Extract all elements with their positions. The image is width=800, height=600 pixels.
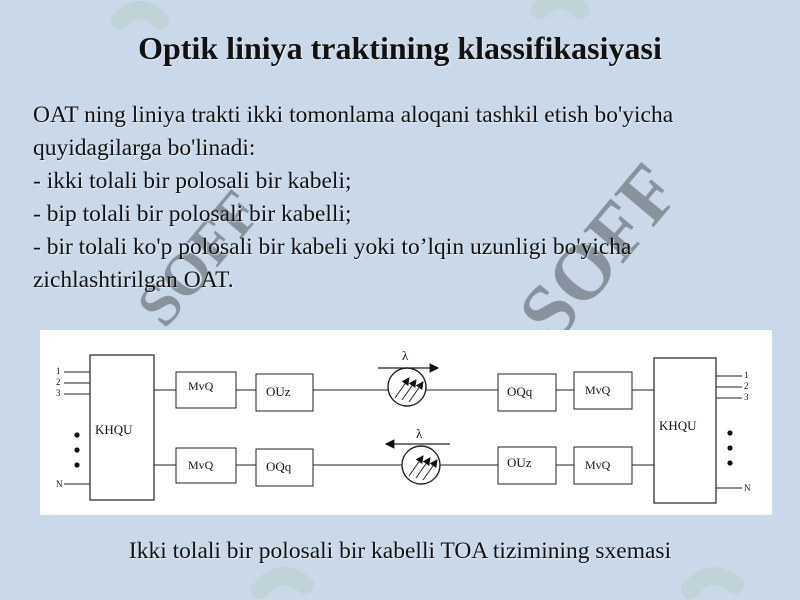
bottom-chain-label: OUz [507, 455, 532, 470]
body-line: - ikki tolali bir polosali bir kabeli; [33, 168, 352, 194]
top-fiber-coupler-icon [387, 367, 427, 407]
body-line: OAT ning liniya trakti ikki tomonlama al… [33, 102, 674, 128]
top-chain-label: OQq [507, 384, 533, 399]
bottom-chain-label: MvQ [585, 458, 611, 472]
body-line: quyidagilarga bo'linadi: [33, 135, 256, 161]
body-text: OAT ning liniya trakti ikki tomonlama al… [33, 99, 773, 297]
bottom-ouz-box [497, 446, 557, 485]
ellipsis-dot [74, 447, 80, 453]
body-line: - bip tolali bir polosali bir kabelli; [33, 201, 352, 227]
bottom-chain-label: MvQ [188, 458, 214, 472]
left-khqu-label: KHQU [95, 422, 133, 437]
left-port-label: 1 [56, 366, 61, 376]
top-mvq-left-box [175, 371, 237, 409]
bottom-fiber-coupler-icon [401, 445, 441, 485]
ellipsis-dot [727, 430, 733, 436]
right-port-label: N [744, 483, 751, 493]
bottom-mvq-left-box [175, 447, 237, 484]
diagram-caption: Ikki tolali bir polosali bir kabelli TOA… [128, 538, 672, 564]
top-lambda-label: λ [402, 348, 409, 363]
ellipsis-dot [74, 462, 80, 468]
ellipsis-dot [727, 445, 733, 451]
right-port-label: 3 [744, 392, 749, 402]
bottom-chain-label: OQq [266, 459, 292, 474]
right-khqu-box [653, 357, 717, 504]
block-diagram: KHQU 1 2 3 N KHQU 1 2 3 N MvQ OUz [56, 348, 751, 504]
left-port-label: N [56, 479, 63, 489]
ellipsis-dot [727, 460, 733, 466]
diagram-panel: KHQU 1 2 3 N KHQU 1 2 3 N MvQ OUz [40, 330, 772, 515]
top-chain-label: MvQ [188, 379, 214, 393]
body-line: - bir tolali ko'p polosali bir kabeli yo… [33, 234, 632, 260]
left-port-label: 2 [56, 377, 61, 387]
bottom-oqq-box [255, 448, 314, 487]
body-line: zichlashtirilgan OAT. [33, 267, 234, 293]
top-mvq-right-box [573, 371, 633, 410]
top-chain-label: OUz [266, 384, 291, 399]
left-khqu-box [89, 354, 155, 501]
right-port-label: 2 [744, 381, 749, 391]
slide-title: Optik liniya traktining klassifikasiyasi [138, 30, 662, 66]
bottom-lambda-label: λ [416, 426, 423, 441]
ellipsis-dot [74, 432, 80, 438]
left-port-label: 3 [56, 388, 61, 398]
right-khqu-label: KHQU [659, 418, 697, 433]
top-ouz-box [255, 373, 314, 412]
top-oqq-box [497, 373, 557, 412]
bottom-mvq-right-box [573, 446, 633, 485]
right-port-label: 1 [744, 370, 749, 380]
top-chain-label: MvQ [585, 383, 611, 397]
